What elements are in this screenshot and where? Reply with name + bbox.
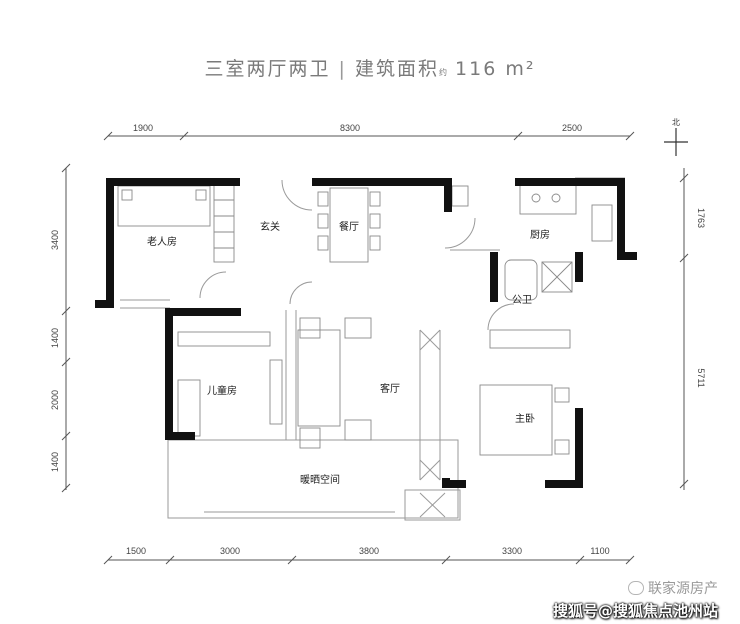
watermark-source: 搜狐号@搜狐焦点池州站 (552, 602, 718, 620)
room-label-kitchen: 厨房 (530, 228, 550, 241)
top-dimension-line (103, 131, 635, 141)
bottom-dim-5: 1100 (590, 546, 609, 556)
children-desk-icon (177, 379, 201, 437)
area-value: 116 (455, 58, 498, 80)
kitchen-counter-icon (519, 183, 577, 215)
layout-label: 三室两厅两卫 (204, 58, 331, 80)
left-dim-4: 1400 (50, 452, 60, 472)
master-wardrobe-icon (489, 329, 571, 349)
bottom-dim-1: 1500 (126, 546, 146, 556)
master-bed-icon (479, 384, 553, 456)
kitchen-sink-icon (591, 204, 613, 242)
furniture (117, 183, 613, 456)
left-dim-2: 1400 (50, 328, 60, 348)
toilet-icon (504, 259, 538, 301)
area-approx: 约 (438, 68, 447, 77)
walls (95, 178, 637, 488)
room-label-children: 儿童房 (207, 384, 237, 397)
room-label-elder: 老人房 (147, 235, 177, 248)
wechat-icon (628, 581, 644, 595)
fridge-icon (451, 185, 469, 207)
room-label-dining: 餐厅 (339, 220, 359, 233)
bottom-dim-2: 3000 (220, 546, 240, 556)
right-dim-1: 1763 (696, 208, 706, 228)
top-dim-3: 2500 (562, 123, 582, 133)
left-dim-3: 2000 (50, 390, 60, 410)
room-label-public-bath: 公卫 (512, 295, 532, 306)
room-label-sunroom: 暖晒空间 (300, 473, 340, 486)
right-dimension-line (679, 168, 689, 490)
room-label-entrance: 玄关 (260, 220, 280, 233)
title-separator: | (338, 58, 347, 80)
area-unit: m² (505, 58, 536, 80)
children-wardrobe-icon (177, 331, 271, 347)
bottom-dim-4: 3300 (502, 546, 522, 556)
sofa-icon (297, 329, 341, 427)
top-dim-2: 8300 (340, 123, 360, 133)
area-label: 建筑面积 (354, 58, 439, 80)
interior-lines (120, 177, 625, 521)
watermark-brand: 联家源房产 (628, 578, 718, 598)
left-dim-1: 3400 (50, 230, 60, 250)
room-label-master: 主卧 (515, 412, 535, 425)
north-label: 北 (672, 118, 680, 127)
bottom-dim-3: 3800 (359, 546, 379, 556)
shower-icon (541, 261, 573, 293)
bottom-dimension-line (103, 555, 635, 565)
right-dim-2: 5711 (696, 368, 706, 387)
room-label-living: 客厅 (380, 382, 400, 395)
watermark-brand-text: 联家源房产 (648, 581, 718, 597)
top-dim-1: 1900 (133, 123, 153, 133)
left-dimension-line (61, 163, 71, 493)
dining-table-icon (329, 187, 369, 263)
plan-title: 三室两厅两卫 | 建筑面积约 116 m² (0, 54, 740, 81)
elder-wardrobe-icon (213, 183, 235, 263)
north-arrow-icon (664, 128, 688, 156)
